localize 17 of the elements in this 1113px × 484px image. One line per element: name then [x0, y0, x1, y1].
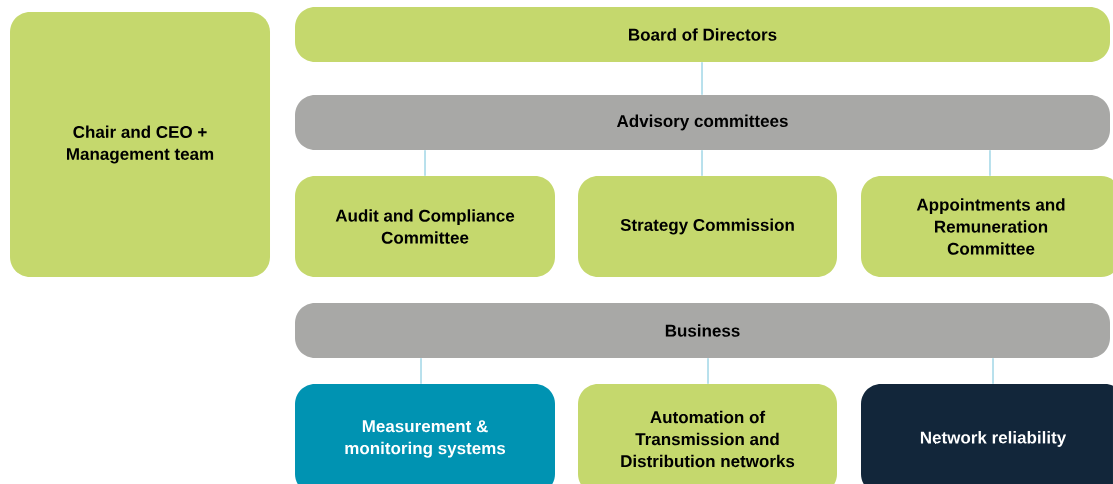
committees-bar: Advisory committees [295, 95, 1110, 150]
business-box: Measurement & monitoring systems [295, 384, 555, 484]
connector-line [701, 149, 703, 177]
business-bar: Business [295, 303, 1110, 358]
business-box: Network reliability [861, 384, 1113, 484]
connector-line [701, 61, 703, 96]
board-bar: Board of Directors [295, 7, 1110, 62]
connector-line [424, 149, 426, 177]
connector-line [989, 149, 991, 177]
connector-line [992, 357, 994, 385]
business-box: Automation of Transmission and Distribution networks [578, 384, 837, 484]
connector-line [420, 357, 422, 385]
connector-line [707, 357, 709, 385]
management-box: Chair and CEO + Management team [10, 12, 270, 277]
committee-box: Strategy Commission [578, 176, 837, 277]
committee-box: Appointments and Remuneration Committee [861, 176, 1113, 277]
committee-box: Audit and Compliance Committee [295, 176, 555, 277]
